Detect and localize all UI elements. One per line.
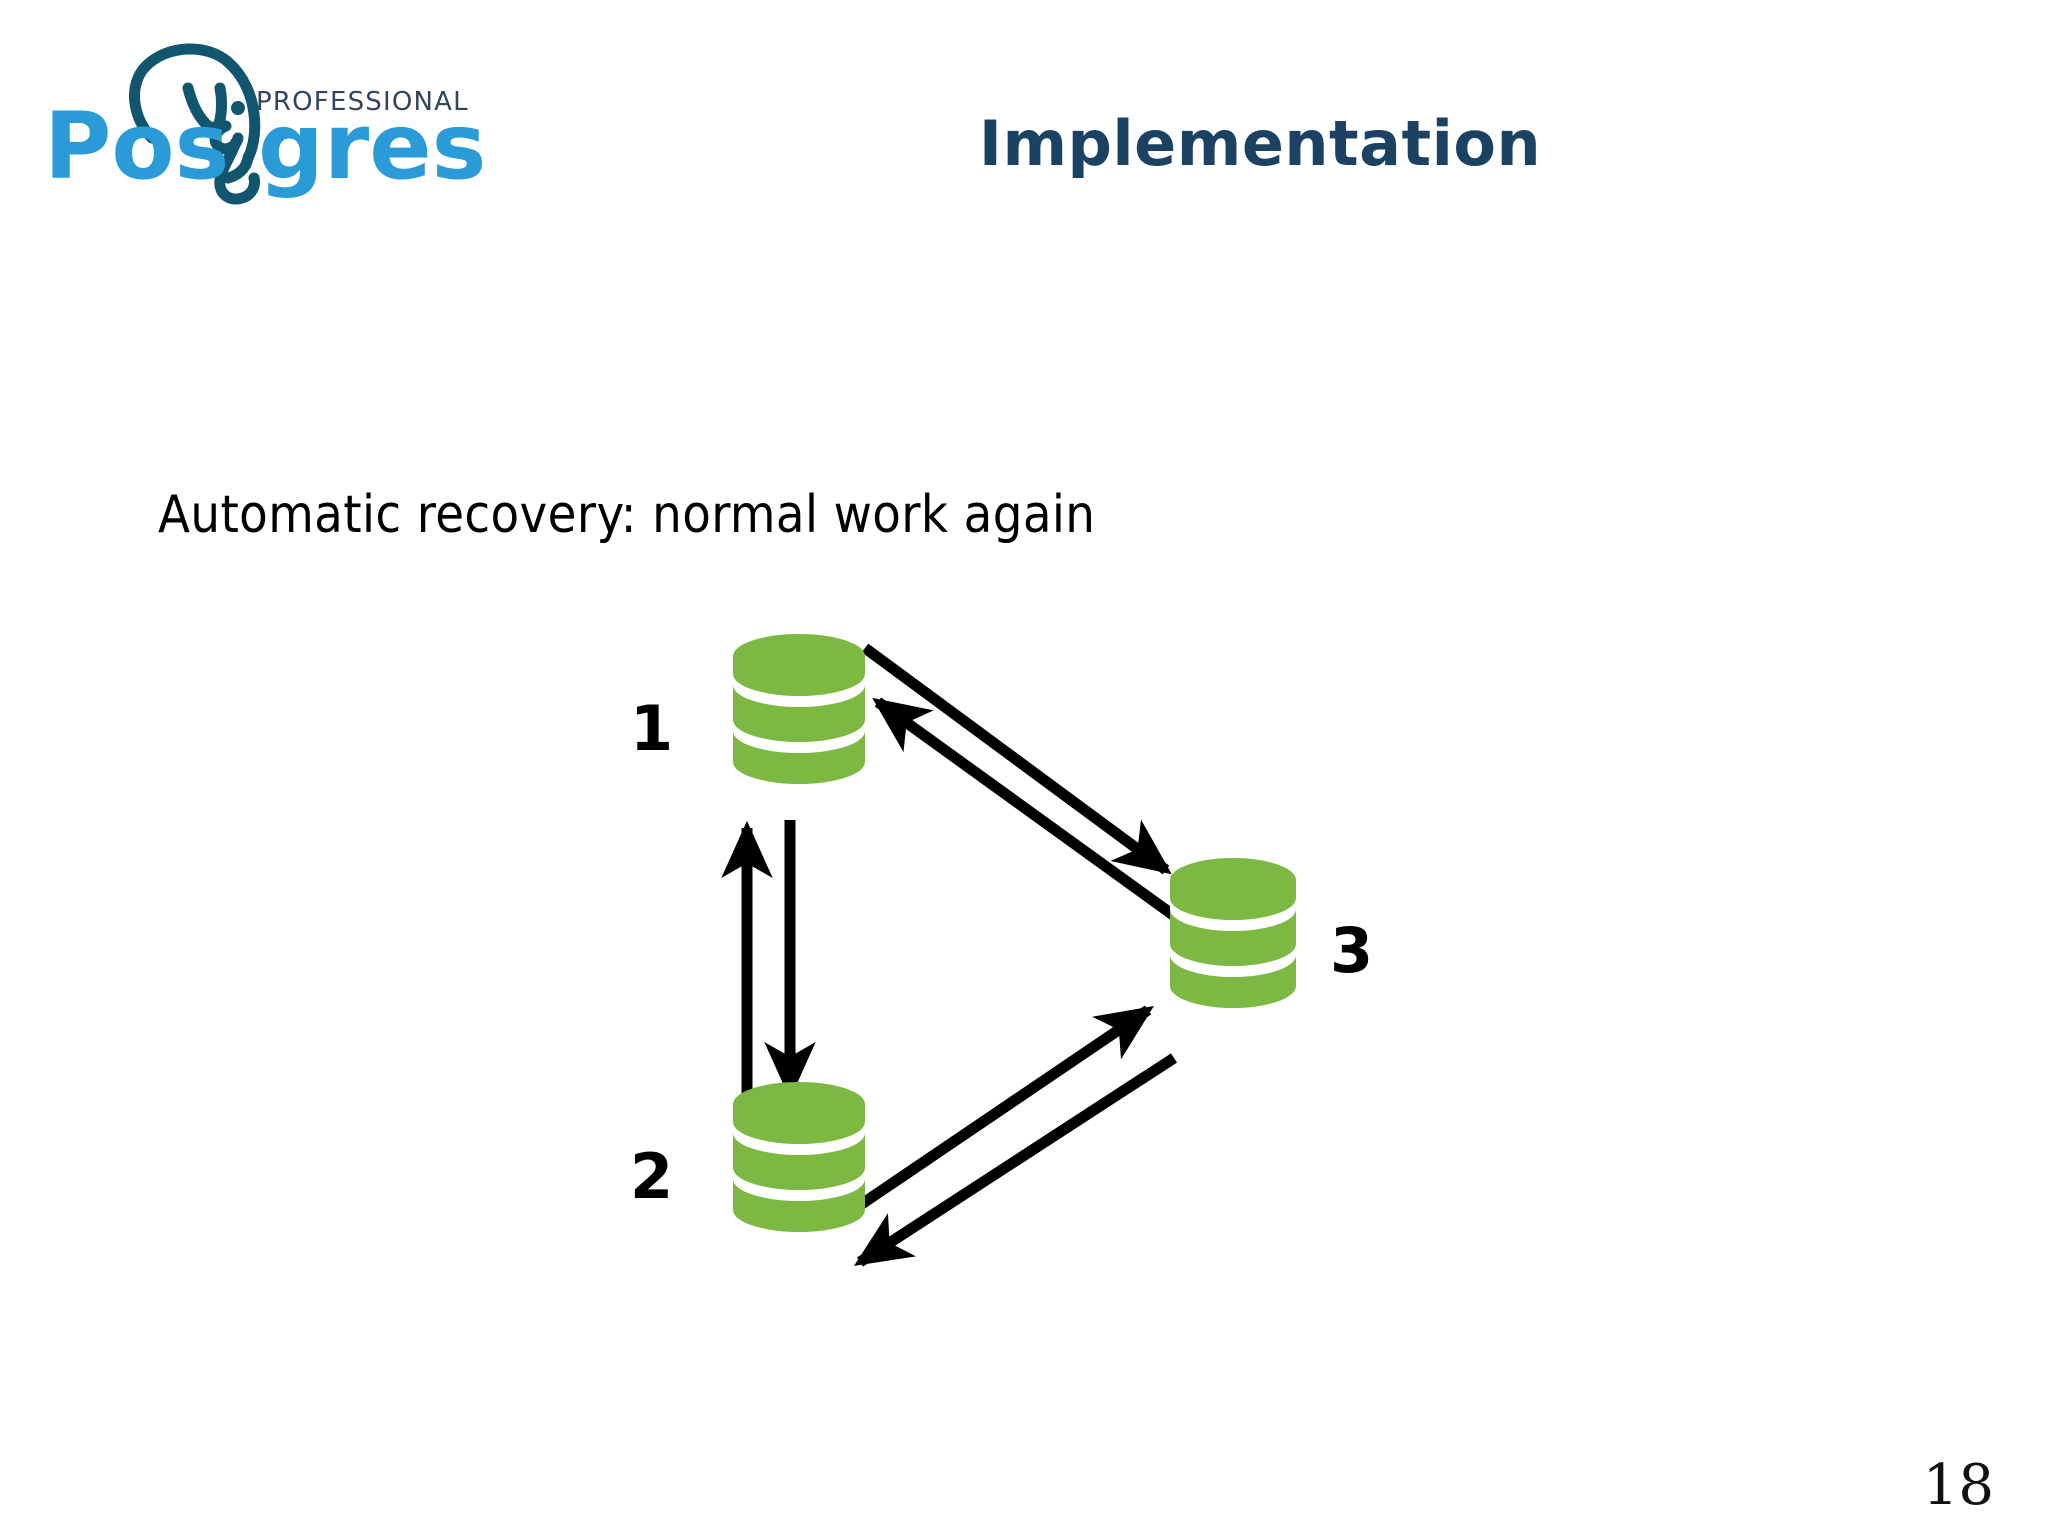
elephant-eye-icon: [231, 101, 245, 115]
node-2[interactable]: [733, 1082, 865, 1232]
node-2-label: 2: [630, 1140, 674, 1213]
postgres-professional-logo: Pos gres PROFESSIONAL: [40, 18, 490, 208]
database-cylinder-icon: [733, 634, 865, 784]
edge-2-to-3: [846, 1005, 1154, 1217]
page-title: Implementation: [978, 107, 1542, 180]
node-3[interactable]: [1170, 858, 1296, 1008]
node-3-label: 3: [1330, 914, 1374, 987]
database-cylinder-icon: [733, 1082, 865, 1232]
page-number: 18: [1922, 1453, 1994, 1518]
edge-3-to-2: [854, 1053, 1177, 1267]
cluster-replication-diagram: [560, 590, 1520, 1330]
slide-body-text: Automatic recovery: normal work again: [158, 485, 1096, 545]
node-1[interactable]: [733, 634, 865, 784]
diagram-edges: [721, 643, 1184, 1267]
node-1-label: 1: [630, 692, 674, 765]
database-cylinder-icon: [1170, 858, 1296, 1008]
logo-tagline: PROFESSIONAL: [256, 87, 469, 117]
logo-word-pos: Pos: [44, 93, 229, 200]
edge-3-to-1: [872, 697, 1184, 925]
logo-word-gres: gres: [258, 93, 486, 200]
edge-1-to-3: [861, 643, 1172, 875]
elephant-icon: [129, 43, 261, 164]
